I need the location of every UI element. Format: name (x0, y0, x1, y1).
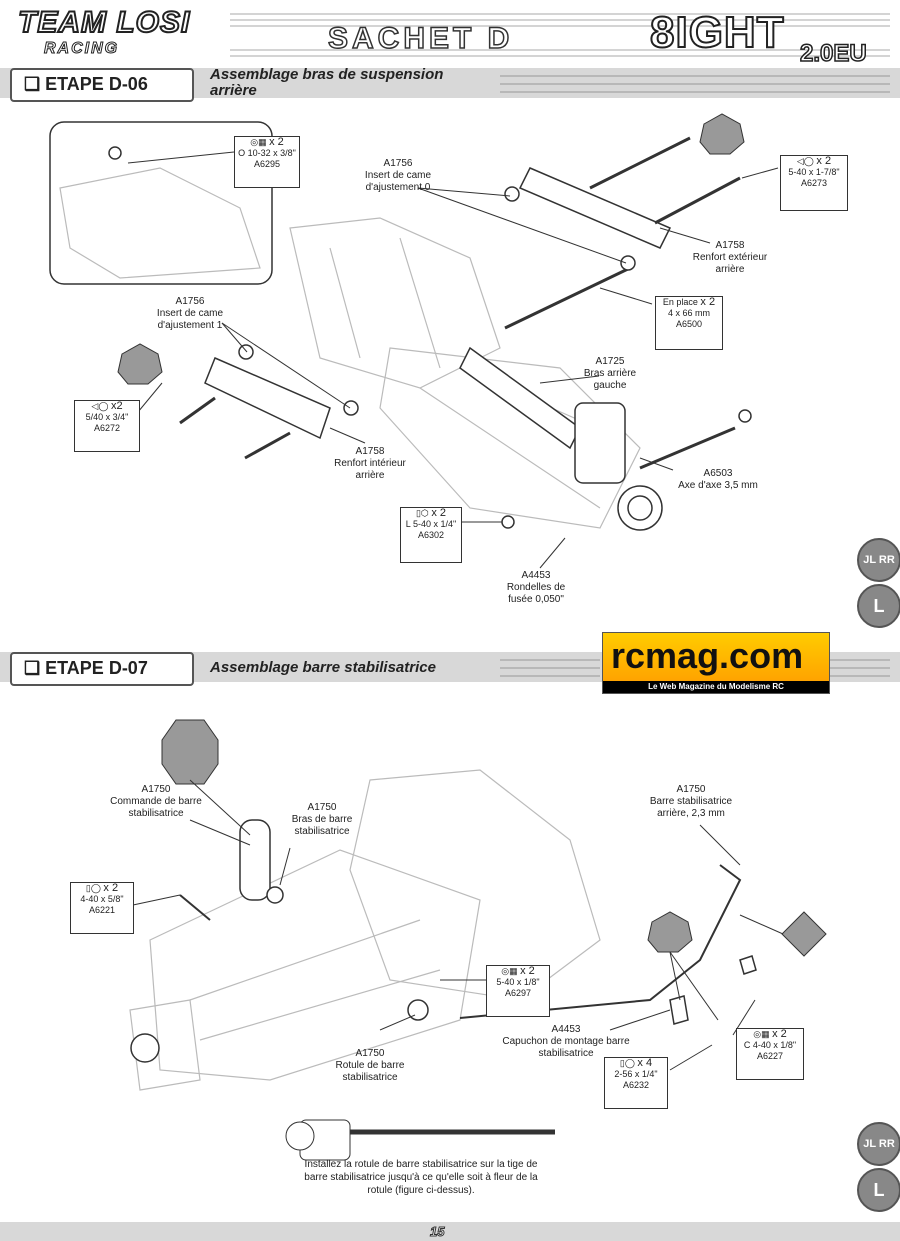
rcmag-title: rcmag.com (611, 635, 804, 676)
checkbox-icon: ❑ (24, 658, 46, 678)
part-box-a6227: ◎▦ x 2 C 4-40 x 1/8"A6227 (736, 1028, 804, 1080)
checkbox-icon: ❑ (24, 74, 46, 94)
step-d06-title-2: arrière (210, 82, 257, 99)
screw-head-icon: ▯◯ (619, 1058, 635, 1068)
rotate-icon (699, 113, 745, 155)
brand-sub: RACING (43, 40, 120, 58)
left-side-icon-2: L (857, 1168, 900, 1212)
part-box-a6273: ◁◯ x 2 5-40 x 1-7/8"A6273 (780, 155, 848, 211)
header-stripes (230, 13, 890, 57)
part-box-a6272: ◁◯ x2 5/40 x 3/4"A6272 (74, 400, 140, 452)
bag-title: SACHET D (327, 21, 514, 56)
rotate-icon-3 (647, 911, 693, 953)
part-box-a6232: ▯◯ x 4 2-56 x 1/4"A6232 (604, 1057, 668, 1109)
part-box-a6295: ◎▦ x 2 O 10-32 x 3/8"A6295 (234, 136, 300, 188)
rcmag-subtitle: Le Web Magazine du Modelisme RC (603, 681, 829, 693)
page-number: 15 (429, 1224, 445, 1240)
rotate-icon-2 (117, 343, 163, 385)
step-d06-label: ❑ ETAPE D-06 (24, 74, 148, 94)
part-box-a6221: ▯◯ x 2 4-40 x 5/8"A6221 (70, 882, 134, 934)
part-box-a6297: ◎▦ x 2 5-40 x 1/8"A6297 (486, 965, 550, 1017)
install-note: Installez la rotule de barre stabilisatr… (304, 1159, 538, 1196)
right-side-icon: JL RR (857, 538, 900, 582)
page-header: TEAM LOSI RACING SACHET D 8IGHT 2.0EU (0, 0, 900, 68)
screw-head-icon: ◁◯ (796, 156, 814, 166)
step-d07-title: Assemblage barre stabilisatrice (210, 659, 436, 676)
step-d07-label: ❑ ETAPE D-07 (24, 658, 148, 678)
model-logo: 8IGHT (649, 7, 785, 58)
model-sub: 2.0EU (799, 39, 867, 68)
step-d06-bar: ❑ ETAPE D-06 Assemblage bras de suspensi… (0, 64, 900, 104)
nut-icon: ◎▦ (250, 137, 267, 147)
part-box-a6302: ▯⬡ x 2 L 5-40 x 1/4"A6302 (400, 507, 462, 563)
right-side-icon-2: JL RR (857, 1122, 900, 1166)
step-d07-diagram (129, 719, 827, 1161)
brand-logo: TEAM LOSI (17, 5, 191, 40)
push-down-icon (161, 719, 219, 785)
nut-icon: ▯⬡ (415, 508, 429, 518)
rcmag-banner[interactable]: rcmag.com Le Web Magazine du Modelisme R… (602, 632, 830, 694)
setscrew-icon: ◎▦ (501, 966, 518, 976)
left-side-icon: L (857, 584, 900, 628)
screw-head-icon: ▯◯ (85, 883, 101, 893)
move-icon (781, 911, 827, 957)
screw-head-icon: ◁◯ (91, 401, 109, 411)
step-d06-diagram (49, 113, 779, 569)
footer-bar (0, 1222, 900, 1241)
step-d06-title: Assemblage bras de suspension (210, 66, 444, 83)
setscrew-icon: ◎▦ (753, 1029, 770, 1039)
